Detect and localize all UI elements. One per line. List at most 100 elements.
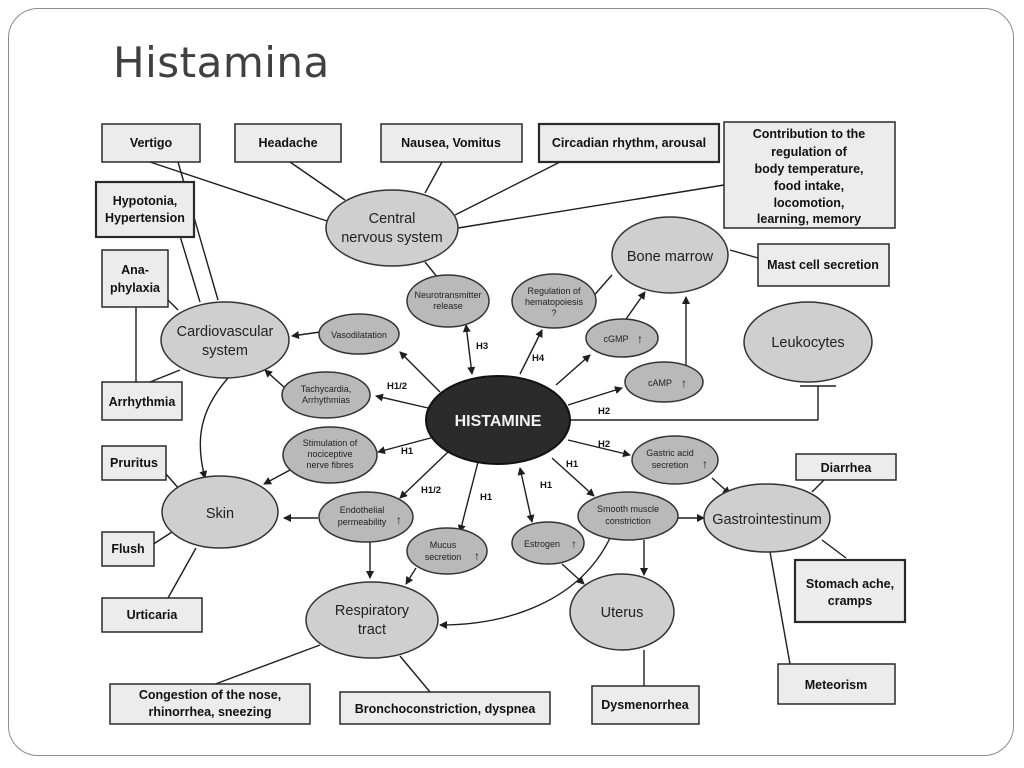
svg-text:rhinorrhea, sneezing: rhinorrhea, sneezing — [149, 705, 272, 719]
svg-text:Urticaria: Urticaria — [127, 608, 179, 622]
svg-text:secretion: secretion — [425, 552, 462, 562]
svg-text:Bronchoconstriction, dyspnea: Bronchoconstriction, dyspnea — [355, 702, 537, 716]
svg-text:locomotion,: locomotion, — [774, 196, 845, 210]
svg-text:Headache: Headache — [258, 136, 317, 150]
up-arrow-icon: ↑ — [702, 457, 708, 471]
svg-text:Pruritus: Pruritus — [110, 456, 158, 470]
box-urticaria: Urticaria — [101, 597, 203, 633]
svg-text:Tachycardia,: Tachycardia, — [301, 384, 352, 394]
mediator-hematopoiesis: Regulation of hematopoiesis ? — [511, 273, 597, 329]
mediator-mucus: Mucus secretion ↑ — [406, 527, 488, 575]
svg-text:food intake,: food intake, — [774, 179, 844, 193]
receptor-h1-smooth: H1 — [566, 459, 579, 470]
box-pruritus: Pruritus — [101, 445, 167, 481]
svg-text:Arrhythmia: Arrhythmia — [109, 395, 177, 409]
mediator-smooth-muscle: Smooth muscle constriction — [577, 491, 679, 541]
svg-text:constriction: constriction — [605, 516, 651, 526]
box-mast-cell: Mast cell secretion — [757, 243, 890, 287]
svg-text:system: system — [202, 343, 248, 359]
svg-text:Mast cell secretion: Mast cell secretion — [767, 258, 879, 272]
svg-text:tract: tract — [358, 622, 386, 638]
svg-text:Regulation of: Regulation of — [527, 286, 581, 296]
organ-leukocytes: Leukocytes — [743, 301, 873, 383]
svg-text:Vasodilatation: Vasodilatation — [331, 330, 387, 340]
up-arrow-icon: ↑ — [681, 376, 687, 390]
mediator-gastric-acid: Gastric acid secretion ↑ — [631, 435, 719, 485]
receptor-h1-mucus: H1 — [480, 492, 493, 503]
up-arrow-icon: ↑ — [571, 537, 577, 551]
svg-text:Hypertension: Hypertension — [105, 211, 185, 225]
mediator-tachycardia: Tachycardia, Arrhythmias — [281, 371, 371, 419]
svg-text:Stomach ache,: Stomach ache, — [806, 577, 894, 591]
svg-text:Ana-: Ana- — [121, 263, 149, 277]
svg-text:Diarrhea: Diarrhea — [821, 461, 873, 475]
receptor-h12-a: H1/2 — [387, 381, 407, 392]
mediator-vasodilatation: Vasodilatation — [318, 313, 400, 355]
svg-text:Bone marrow: Bone marrow — [627, 249, 714, 265]
box-congestion: Congestion of the nose, rhinorrhea, snee… — [109, 683, 311, 725]
svg-text:Gastric acid: Gastric acid — [646, 448, 694, 458]
organ-cns: Central nervous system — [325, 189, 459, 267]
mediator-camp: cAMP ↑ — [624, 361, 704, 403]
organ-skin: Skin — [161, 475, 279, 549]
svg-text:Meteorism: Meteorism — [805, 678, 868, 692]
box-hypotonia: Hypotonia, Hypertension — [94, 180, 196, 239]
box-diarrhea: Diarrhea — [795, 453, 897, 481]
svg-text:Uterus: Uterus — [601, 605, 644, 621]
svg-text:Congestion of the nose,: Congestion of the nose, — [139, 688, 281, 702]
svg-text:?: ? — [551, 308, 556, 318]
mediator-cgmp: cGMP ↑ — [585, 318, 659, 358]
svg-text:Estrogen: Estrogen — [524, 539, 560, 549]
svg-text:cramps: cramps — [828, 594, 873, 608]
svg-text:Neurotransmitter: Neurotransmitter — [414, 290, 481, 300]
up-arrow-icon: ↑ — [474, 549, 480, 563]
receptor-h4: H4 — [532, 353, 545, 364]
box-circadian: Circadian rhythm, arousal — [537, 122, 721, 164]
organ-respiratory: Respiratory tract — [305, 581, 439, 659]
organ-cardiovascular: Cardiovascular system — [160, 301, 290, 379]
svg-text:Contribution to the: Contribution to the — [753, 127, 866, 141]
svg-text:regulation of: regulation of — [771, 145, 848, 159]
svg-text:Stimulation of: Stimulation of — [303, 438, 358, 448]
mediator-neurotransmitter: Neurotransmitter release — [406, 274, 490, 328]
box-arrhythmia: Arrhythmia — [101, 381, 183, 421]
box-dysmenorrhea: Dysmenorrhea — [591, 685, 700, 725]
receptor-h12-endothelial: H1/2 — [421, 485, 441, 496]
svg-text:phylaxia: phylaxia — [110, 281, 161, 295]
svg-text:Cardiovascular: Cardiovascular — [177, 324, 274, 340]
svg-text:release: release — [433, 301, 463, 311]
svg-text:Vertigo: Vertigo — [130, 136, 173, 150]
up-arrow-icon: ↑ — [396, 513, 402, 527]
svg-text:HISTAMINE: HISTAMINE — [455, 413, 542, 430]
svg-text:Gastrointestinum: Gastrointestinum — [712, 512, 822, 528]
organ-uterus: Uterus — [569, 573, 675, 651]
receptor-h2-gastric: H2 — [598, 439, 610, 450]
slide-title: Histamina — [113, 38, 330, 87]
box-flush: Flush — [101, 531, 155, 567]
receptor-h2-camp: H2 — [598, 406, 610, 417]
svg-text:Smooth muscle: Smooth muscle — [597, 504, 659, 514]
receptor-labels: H3 H4 H1/2 H2 H2 H1 H1/2 H1 H1 H1 — [387, 341, 610, 503]
svg-text:learning, memory: learning, memory — [757, 212, 861, 226]
svg-text:Hypotonia,: Hypotonia, — [113, 194, 178, 208]
mediator-estrogen: Estrogen ↑ — [511, 521, 585, 565]
svg-text:permeability: permeability — [338, 517, 387, 527]
up-arrow-icon: ↑ — [637, 332, 643, 346]
svg-text:secretion: secretion — [652, 460, 689, 470]
svg-text:Flush: Flush — [111, 542, 144, 556]
organ-gastrointestinum: Gastrointestinum — [703, 483, 831, 553]
svg-text:Mucus: Mucus — [430, 540, 457, 550]
box-meteorism: Meteorism — [777, 663, 896, 705]
svg-text:Nausea, Vomitus: Nausea, Vomitus — [401, 136, 501, 150]
svg-text:body temperature,: body temperature, — [754, 162, 863, 176]
svg-text:cGMP: cGMP — [603, 334, 628, 344]
mediator-nociceptive: Stimulation of nociceptive nerve fibres — [282, 426, 378, 484]
receptor-h1-nociceptive: H1 — [401, 446, 414, 457]
svg-text:Arrhythmias: Arrhythmias — [302, 395, 351, 405]
svg-text:Circadian rhythm, arousal: Circadian rhythm, arousal — [552, 136, 706, 150]
box-vertigo: Vertigo — [101, 123, 201, 163]
box-headache: Headache — [234, 123, 342, 163]
svg-text:Respiratory: Respiratory — [335, 603, 410, 619]
box-anaphylaxia: Ana- phylaxia — [101, 249, 169, 308]
svg-text:nerve fibres: nerve fibres — [306, 460, 354, 470]
